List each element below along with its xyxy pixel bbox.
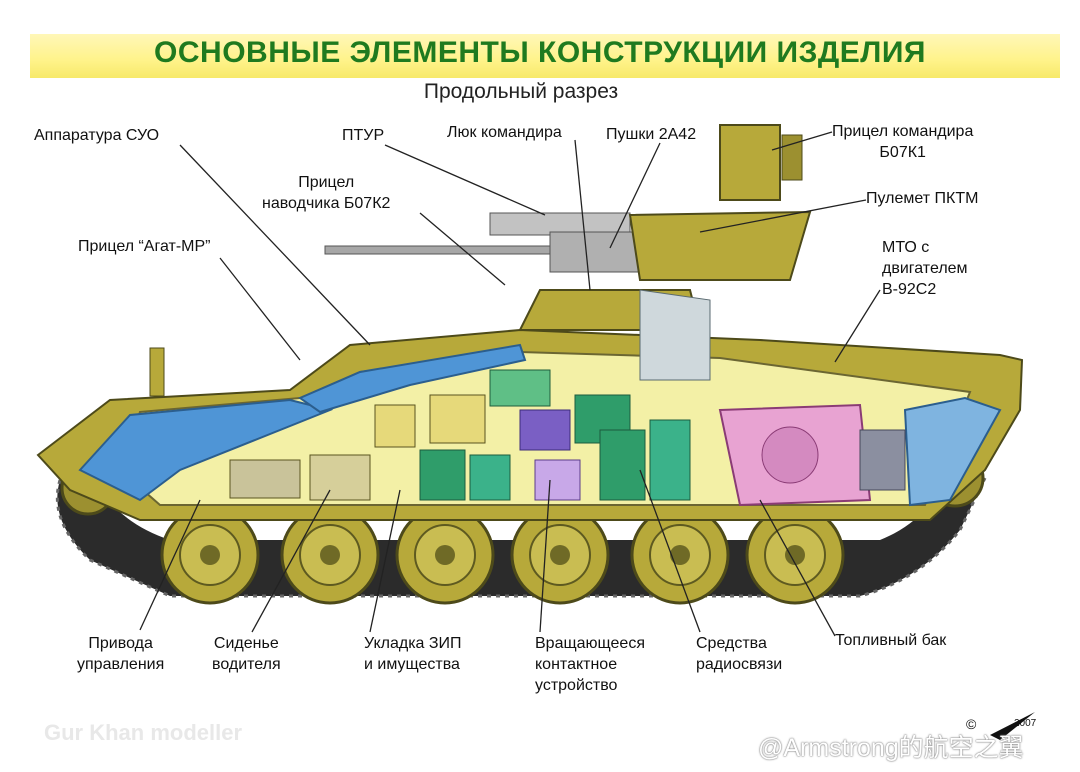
stowage-rack (419, 449, 466, 501)
leader-line (219, 257, 301, 361)
label-ptur: ПТУР (342, 125, 384, 146)
leader-line (384, 144, 546, 216)
commander-sight-housing (719, 124, 781, 201)
label-mg-text: Пулемет ПКТМ (866, 190, 979, 207)
turret-body (628, 210, 812, 281)
leader-lines (139, 131, 881, 637)
ammo-box (429, 394, 486, 444)
label-guns-text: Пушки 2А42 (606, 126, 697, 143)
leader-line (539, 479, 551, 633)
label-suo: Аппаратура СУО (34, 125, 159, 146)
page-subtitle: Продольный разрез (423, 80, 619, 103)
copyright-mark: © (966, 716, 977, 732)
cannon-barrel (324, 245, 556, 255)
label-gunner-sight-line2: наводчика Б07К2 (262, 195, 391, 212)
label-driver-seat: Сиденье водителя (212, 633, 281, 675)
weapon-module (324, 124, 812, 381)
label-mto-line2: двигателем (882, 260, 968, 277)
transmission (859, 429, 906, 491)
road-wheels (60, 448, 985, 605)
label-radio-line1: Средства (696, 635, 767, 652)
leader-line (759, 499, 836, 637)
module-green (489, 369, 551, 407)
label-gunner-sight: Прицел наводчика Б07К2 (262, 172, 390, 214)
label-fuel-tank: Топливный бак (835, 630, 946, 651)
radio-stack (649, 419, 691, 501)
leader-line (834, 289, 881, 363)
leader-line (369, 489, 401, 633)
label-guns-2a42: Пушки 2А42 (606, 124, 696, 145)
label-hatch-text: Люк командира (447, 124, 562, 141)
driver-seat (229, 459, 301, 499)
leader-line (609, 142, 661, 249)
label-radio-line2: радиосвязи (696, 656, 783, 673)
rear-armor-blue (903, 396, 1002, 507)
label-cmd-sight-line2: Б07К1 (879, 144, 926, 161)
label-cmd-sight-line1: Прицел командира (832, 123, 974, 140)
engine-detail (761, 426, 819, 484)
logo-mark (990, 712, 1035, 740)
label-gunner-sight-line1: Прицел (298, 174, 355, 191)
road-wheel (745, 505, 845, 605)
label-rotary-contact: Вращающееся контактное устройство (535, 633, 645, 696)
leader-line (251, 489, 331, 633)
label-agat-sight: Прицел “Агат-МР” (78, 236, 210, 257)
road-wheel (510, 505, 610, 605)
road-wheel (630, 505, 730, 605)
tow-hook (149, 347, 165, 397)
label-ptur-text: ПТУР (342, 127, 385, 144)
credit-text: @Armstrong的航空之翼 (758, 734, 1024, 762)
watermark: Gur Khan modeller (44, 720, 243, 745)
label-radio: Средства радиосвязи (696, 633, 782, 675)
roof-armor-blue (297, 343, 527, 414)
road-wheel (160, 505, 260, 605)
leader-line (179, 144, 371, 346)
label-agat-text: Прицел “Агат-МР” (78, 238, 211, 255)
title-band (30, 34, 1060, 78)
leader-line (139, 499, 201, 631)
leader-line (771, 131, 833, 151)
label-mto-line1: МТО с (882, 239, 930, 256)
rotary-contact (534, 459, 581, 501)
label-zip-stowage: Укладка ЗИП и имущества (364, 633, 462, 675)
page-title: ОСНОВНЫЕ ЭЛЕМЕНТЫ КОНСТРУКЦИИ ИЗДЕЛИЯ (154, 36, 926, 69)
seat-area (309, 454, 371, 501)
label-rot-line1: Вращающееся (535, 635, 645, 652)
label-commander-sight: Прицел командира Б07К1 (832, 121, 973, 163)
year: 2007 (1014, 718, 1037, 729)
label-fuel-text: Топливный бак (835, 632, 947, 649)
label-rot-line2: контактное (535, 656, 618, 673)
road-wheel (395, 505, 495, 605)
road-wheel (280, 505, 380, 605)
label-commander-hatch: Люк командира (447, 122, 562, 143)
leader-line (574, 139, 591, 291)
label-zip-line1: Укладка ЗИП (364, 635, 462, 652)
commander-sight-head (781, 134, 803, 181)
label-rot-line3: устройство (535, 677, 618, 694)
interior-modules (229, 369, 906, 507)
stowage-rack (469, 454, 511, 501)
label-suo-text: Аппаратура СУО (34, 127, 160, 144)
leader-line (419, 212, 506, 286)
label-mto-line3: В-92С2 (882, 281, 937, 298)
label-mto: МТО с двигателем В-92С2 (882, 237, 968, 300)
leader-line (699, 199, 867, 233)
label-seat-line2: водителя (212, 656, 281, 673)
leader-line (639, 469, 701, 633)
suo-box (374, 404, 416, 448)
ammo-chute (639, 289, 711, 381)
label-drive-line2: управления (77, 656, 165, 673)
label-drive-controls: Привода управления (77, 633, 164, 675)
cannon-mount (549, 231, 641, 273)
label-seat-line1: Сиденье (213, 635, 279, 652)
ammo-feed (599, 429, 646, 501)
label-zip-line2: и имущества (364, 656, 460, 673)
label-drive-line1: Привода (88, 635, 153, 652)
module-purple (519, 409, 571, 451)
label-pktm: Пулемет ПКТМ (866, 188, 978, 209)
